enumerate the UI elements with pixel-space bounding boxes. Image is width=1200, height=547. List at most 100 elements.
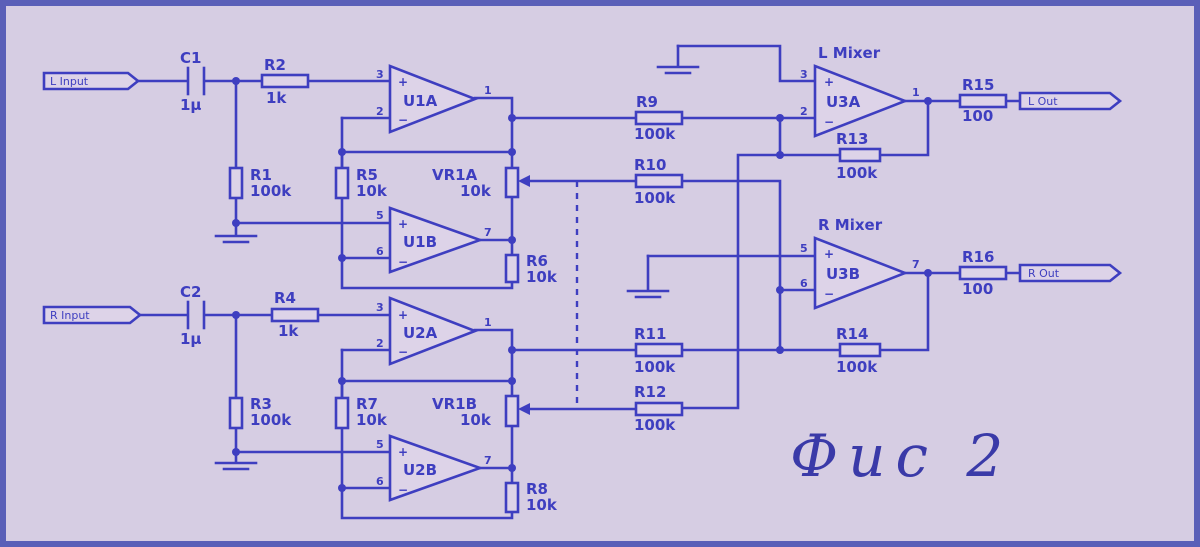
schematic: C1 1µ C2 1µ R2 1k R4 1k R9 100k R10 100k… bbox=[42, 44, 1123, 520]
r9-ref: R9 bbox=[636, 93, 658, 111]
r13-ref: R13 bbox=[836, 130, 868, 148]
u2b-pin7: 7 bbox=[484, 454, 492, 467]
vr1a-ref: VR1A bbox=[432, 166, 478, 184]
resistor-r5: R5 10k bbox=[334, 166, 388, 200]
resistor-r8: R8 10k bbox=[504, 480, 558, 514]
resistor-r12: R12 100k bbox=[634, 383, 684, 434]
u1a-pin1: 1 bbox=[484, 84, 492, 97]
figure-caption: Фис 2 bbox=[790, 422, 1013, 490]
c1-value: 1µ bbox=[180, 96, 201, 114]
u3a-pin2: 2 bbox=[800, 105, 808, 118]
opamp-u1b: + − U1B 5 6 7 bbox=[376, 206, 492, 274]
u1b-pin5: 5 bbox=[376, 209, 384, 222]
port-r-out: R Out bbox=[1018, 263, 1123, 283]
r6-value: 10k bbox=[526, 268, 558, 286]
r-out-label: R Out bbox=[1028, 267, 1060, 280]
c1-ref: C1 bbox=[180, 49, 201, 67]
u2b-label: U2B bbox=[403, 461, 437, 479]
u2b-plus: + bbox=[398, 445, 408, 459]
ground-icon bbox=[656, 65, 700, 75]
r2-value: 1k bbox=[266, 89, 287, 107]
u1b-pin6: 6 bbox=[376, 245, 384, 258]
opamp-u1a: + − U1A 3 2 1 bbox=[376, 64, 492, 134]
u3a-pin1: 1 bbox=[912, 86, 920, 99]
junctions bbox=[232, 77, 932, 492]
vr1b-ref: VR1B bbox=[432, 395, 477, 413]
r12-value: 100k bbox=[634, 416, 676, 434]
u3a-plus: + bbox=[824, 75, 834, 89]
r1-ref: R1 bbox=[250, 166, 272, 184]
u1b-plus: + bbox=[398, 217, 408, 231]
r2-ref: R2 bbox=[264, 56, 286, 74]
r-mixer-label: R Mixer bbox=[818, 216, 883, 234]
l-input-label: L Input bbox=[50, 75, 89, 88]
u3a-minus: − bbox=[824, 115, 834, 129]
u3b-pin5: 5 bbox=[800, 242, 808, 255]
c2-value: 1µ bbox=[180, 330, 201, 348]
l-mixer-label: L Mixer bbox=[818, 44, 881, 62]
r9-value: 100k bbox=[634, 125, 676, 143]
r11-value: 100k bbox=[634, 358, 676, 376]
r4-value: 1k bbox=[278, 322, 299, 340]
opamp-u2a: + − U2A 3 2 1 bbox=[376, 296, 492, 366]
u3a-label: U3A bbox=[826, 93, 861, 111]
opamp-u3a: + − U3A 3 2 1 L Mixer bbox=[800, 44, 920, 138]
u3a-pin3: 3 bbox=[800, 68, 808, 81]
r8-ref: R8 bbox=[526, 480, 548, 498]
r4-ref: R4 bbox=[274, 289, 296, 307]
resistor-r7: R7 10k bbox=[334, 395, 388, 430]
u1a-plus: + bbox=[398, 75, 408, 89]
u1b-label: U1B bbox=[403, 233, 437, 251]
r8-value: 10k bbox=[526, 496, 558, 514]
u2b-pin5: 5 bbox=[376, 438, 384, 451]
u2a-minus: − bbox=[398, 345, 408, 359]
r15-ref: R15 bbox=[962, 76, 994, 94]
ground-icon bbox=[214, 234, 258, 244]
l-out-label: L Out bbox=[1028, 95, 1058, 108]
r7-ref: R7 bbox=[356, 395, 378, 413]
u3b-minus: − bbox=[824, 287, 834, 301]
resistor-r16: R16 100 bbox=[958, 248, 1008, 298]
r16-ref: R16 bbox=[962, 248, 994, 266]
r3-value: 100k bbox=[250, 411, 292, 429]
r6-ref: R6 bbox=[526, 252, 548, 270]
r7-value: 10k bbox=[356, 411, 388, 429]
r14-value: 100k bbox=[836, 358, 878, 376]
resistor-r2: R2 1k bbox=[260, 56, 310, 107]
u2b-minus: − bbox=[398, 483, 408, 497]
r15-value: 100 bbox=[962, 107, 993, 125]
u3b-pin7: 7 bbox=[912, 258, 920, 271]
capacitor-c1: C1 1µ bbox=[180, 49, 206, 114]
u1a-pin3: 3 bbox=[376, 68, 384, 81]
resistor-r3: R3 100k bbox=[228, 395, 292, 430]
u1b-pin7: 7 bbox=[484, 226, 492, 239]
resistor-r13: R13 100k bbox=[836, 130, 882, 182]
ground-icon bbox=[214, 461, 258, 471]
r11-ref: R11 bbox=[634, 325, 666, 343]
resistor-r14: R14 100k bbox=[836, 325, 882, 376]
vr1b-value: 10k bbox=[460, 411, 492, 429]
c2-ref: C2 bbox=[180, 283, 201, 301]
u2a-pin2: 2 bbox=[376, 337, 384, 350]
r3-ref: R3 bbox=[250, 395, 272, 413]
potentiometer-vr1b: VR1B 10k bbox=[432, 394, 530, 429]
r10-ref: R10 bbox=[634, 156, 666, 174]
r-input-label: R Input bbox=[50, 309, 90, 322]
r1-value: 100k bbox=[250, 182, 292, 200]
u1b-minus: − bbox=[398, 255, 408, 269]
u1a-pin2: 2 bbox=[376, 105, 384, 118]
u2a-label: U2A bbox=[403, 324, 438, 342]
opamp-u2b: + − U2B 5 6 7 bbox=[376, 434, 492, 502]
ground-icon bbox=[626, 289, 670, 299]
resistor-r15: R15 100 bbox=[958, 76, 1008, 125]
port-r-input: R Input bbox=[42, 305, 143, 325]
vr1a-value: 10k bbox=[460, 182, 492, 200]
resistor-r1: R1 100k bbox=[228, 166, 292, 200]
resistor-r4: R4 1k bbox=[270, 289, 320, 340]
schematic-canvas: C1 1µ C2 1µ R2 1k R4 1k R9 100k R10 100k… bbox=[6, 6, 1194, 541]
potentiometer-vr1a: VR1A 10k bbox=[432, 166, 530, 200]
u3b-plus: + bbox=[824, 247, 834, 261]
resistor-r6: R6 10k bbox=[504, 252, 558, 286]
port-l-input: L Input bbox=[42, 71, 141, 91]
